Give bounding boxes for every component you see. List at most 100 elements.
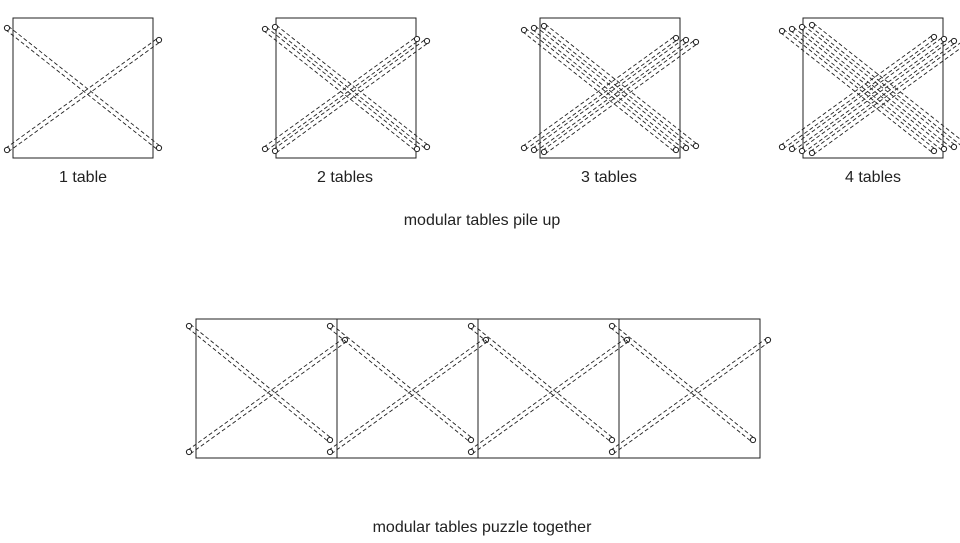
- leg-end: [467, 448, 475, 456]
- leg-edge: [472, 323, 614, 439]
- leg-edge: [469, 337, 626, 451]
- table-leg: [798, 37, 958, 155]
- table-top: [618, 318, 761, 459]
- leg-edge: [266, 40, 419, 152]
- table-leg: [778, 27, 938, 155]
- leg-edge: [472, 341, 629, 455]
- leg-edge: [780, 34, 933, 146]
- leg-end: [261, 25, 269, 33]
- leg-end: [608, 448, 616, 456]
- leg-end: [540, 22, 548, 30]
- leg-end: [692, 38, 700, 46]
- table-leg: [326, 322, 475, 444]
- pile-3: [520, 17, 700, 159]
- leg-edge: [793, 26, 946, 148]
- leg-end: [413, 145, 421, 153]
- leg-end: [788, 145, 796, 153]
- table-leg: [788, 25, 948, 153]
- leg-end: [788, 25, 796, 33]
- leg-end: [3, 24, 11, 32]
- table-leg: [798, 23, 958, 151]
- leg-end: [950, 143, 958, 151]
- leg-edge: [790, 36, 943, 148]
- table-leg: [608, 336, 772, 456]
- leg-end: [530, 24, 538, 32]
- leg-end: [608, 436, 616, 444]
- leg-end: [950, 37, 958, 45]
- table-leg: [271, 23, 431, 151]
- leg-end: [798, 23, 806, 31]
- leg-edge: [263, 30, 416, 152]
- leg-end: [155, 144, 163, 152]
- leg-edge: [8, 41, 161, 153]
- leg-edge: [535, 25, 688, 147]
- label-3-tables: 3 tables: [580, 169, 638, 186]
- leg-edge: [525, 27, 678, 149]
- table-top: [539, 17, 681, 159]
- leg-edge: [810, 26, 960, 146]
- leg-end: [672, 146, 680, 154]
- table-top: [195, 318, 338, 459]
- leg-edge: [610, 337, 767, 451]
- leg-end: [3, 146, 11, 154]
- leg-edge: [803, 42, 956, 154]
- leg-end: [261, 145, 269, 153]
- leg-edge: [273, 38, 426, 150]
- pile-up-group: [3, 17, 960, 159]
- leg-edge: [190, 323, 332, 439]
- table-leg: [3, 24, 163, 152]
- table-leg: [808, 42, 960, 157]
- puzzle-caption: modular tables puzzle together: [372, 519, 592, 536]
- table-leg: [3, 36, 163, 154]
- leg-end: [467, 322, 475, 330]
- leg-end: [326, 322, 334, 330]
- leg-edge: [331, 323, 473, 439]
- leg-edge: [535, 41, 688, 153]
- table-leg: [467, 322, 616, 444]
- leg-edge: [790, 30, 943, 152]
- table-top: [275, 17, 417, 159]
- table-top: [12, 17, 154, 159]
- pile-2: [261, 17, 431, 159]
- leg-edge: [190, 341, 347, 455]
- leg-edge: [542, 27, 695, 149]
- leg-end: [940, 35, 948, 43]
- leg-end: [692, 142, 700, 150]
- table-leg: [530, 24, 690, 152]
- leg-end: [326, 448, 334, 456]
- leg-end: [271, 147, 279, 155]
- leg-edge: [800, 38, 953, 150]
- table-top: [336, 318, 479, 459]
- leg-edge: [187, 327, 329, 443]
- leg-edge: [331, 341, 488, 455]
- leg-end: [185, 322, 193, 330]
- leg-end: [413, 35, 421, 43]
- leg-end: [423, 37, 431, 45]
- leg-edge: [783, 28, 936, 150]
- leg-end: [623, 336, 631, 344]
- leg-edge: [810, 42, 960, 152]
- leg-end: [764, 336, 772, 344]
- leg-end: [749, 436, 757, 444]
- pile-up-caption: modular tables pile up: [403, 212, 561, 229]
- table-leg: [530, 36, 690, 154]
- table-leg: [540, 38, 700, 156]
- leg-end: [798, 147, 806, 155]
- pile-1: [3, 17, 163, 159]
- leg-edge: [276, 42, 429, 154]
- leg-end: [185, 448, 193, 456]
- table-leg: [540, 22, 700, 150]
- leg-end: [682, 36, 690, 44]
- leg-edge: [263, 36, 416, 148]
- table-leg: [608, 322, 757, 444]
- table-leg: [520, 34, 680, 152]
- table-leg: [778, 33, 938, 151]
- puzzle-table-4: [608, 318, 772, 459]
- leg-edge: [813, 48, 960, 156]
- leg-edge: [545, 43, 698, 155]
- leg-end: [482, 336, 490, 344]
- leg-end: [326, 436, 334, 444]
- leg-end: [608, 322, 616, 330]
- leg-edge: [813, 22, 960, 140]
